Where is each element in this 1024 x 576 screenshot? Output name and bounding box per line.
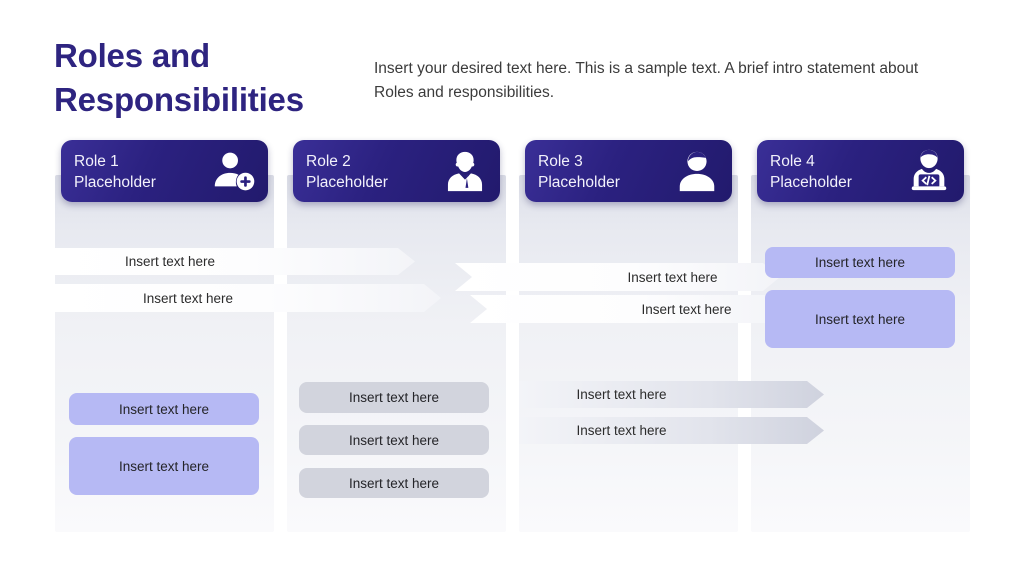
column-role-4 xyxy=(751,175,970,532)
businessperson-icon xyxy=(442,148,488,194)
list-item[interactable]: Insert text here xyxy=(299,468,489,498)
intro-paragraph: Insert your desired text here. This is a… xyxy=(374,60,919,102)
list-item[interactable]: Insert text here xyxy=(765,247,955,278)
page-title: Roles and Responsibilities xyxy=(54,37,304,118)
ribbon-label: Insert text here xyxy=(576,387,667,402)
ribbon-item[interactable]: Insert text here xyxy=(55,248,415,275)
ribbon-item[interactable]: Insert text here xyxy=(519,417,824,444)
role-card-label: Role 2 Placeholder xyxy=(306,153,388,192)
list-item[interactable]: Insert text here xyxy=(299,382,489,413)
role-card-4[interactable]: Role 4 Placeholder xyxy=(757,140,964,202)
role-card-2[interactable]: Role 2 Placeholder xyxy=(293,140,500,202)
ribbon-item[interactable]: Insert text here xyxy=(55,284,441,312)
developer-laptop-icon xyxy=(906,148,952,194)
ribbon-item[interactable]: Insert text here xyxy=(519,381,824,408)
role-card-label: Role 4 Placeholder xyxy=(770,153,852,192)
list-item[interactable]: Insert text here xyxy=(765,290,955,348)
ribbon-item[interactable]: Insert text here xyxy=(455,263,780,291)
role-card-label: Role 1 Placeholder xyxy=(74,153,156,192)
ribbon-label: Insert text here xyxy=(124,254,216,269)
role-card-1[interactable]: Role 1 Placeholder xyxy=(61,140,268,202)
list-item[interactable]: Insert text here xyxy=(299,425,489,455)
ribbon-label: Insert text here xyxy=(627,269,718,285)
list-item[interactable]: Insert text here xyxy=(69,437,259,495)
ribbon-label: Insert text here xyxy=(641,301,732,317)
user-icon xyxy=(674,148,720,194)
user-add-icon xyxy=(210,148,256,194)
ribbon-label: Insert text here xyxy=(576,423,667,438)
column-role-3 xyxy=(519,175,738,532)
role-card-label: Role 3 Placeholder xyxy=(538,153,620,192)
ribbon-label: Insert text here xyxy=(142,290,234,306)
list-item[interactable]: Insert text here xyxy=(69,393,259,425)
ribbon-item[interactable]: Insert text here xyxy=(470,295,783,323)
role-card-3[interactable]: Role 3 Placeholder xyxy=(525,140,732,202)
